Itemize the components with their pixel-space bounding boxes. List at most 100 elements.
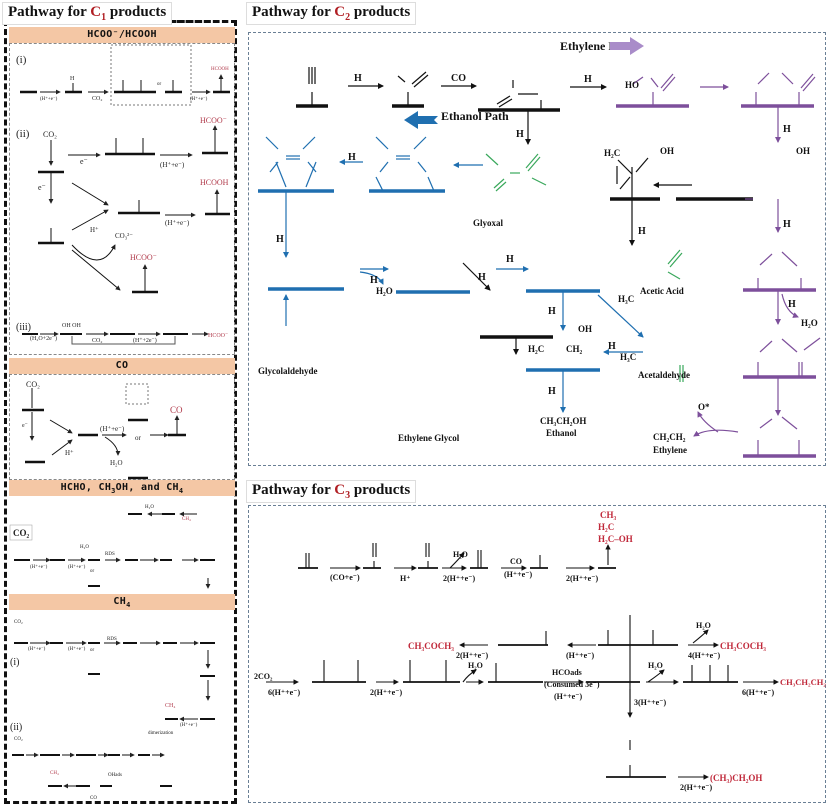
bond-line <box>375 136 389 150</box>
c1-title: Pathway for C1 products <box>2 2 173 25</box>
product-label: HCOOH <box>211 67 229 72</box>
bond-line <box>531 177 547 186</box>
title-prefix: Pathway for <box>8 4 91 20</box>
step-label: H⁺ <box>90 226 99 234</box>
byproduct-label: H₂O <box>801 318 818 328</box>
step-label: H <box>548 306 556 317</box>
title-carbon: C2 <box>334 4 351 23</box>
atom-label: OH <box>578 324 592 334</box>
molecule-name-ethylene-glycol: Ethylene Glycol <box>398 433 460 443</box>
c2-title: Pathway for C2 products <box>246 2 417 25</box>
step-label: (H⁺+e⁻) <box>28 646 46 652</box>
bond-line <box>619 176 631 190</box>
step-label: 6(H⁺+e⁻) <box>742 688 774 697</box>
bond-line: (CO+e⁻) H⁺ 2(H⁺+e⁻) H₂O CO (H⁺+e⁻) 2(H⁺+… <box>254 550 774 792</box>
reaction-arrow <box>781 293 799 318</box>
ethanol-formula: CH₃CH₂OH <box>540 416 586 426</box>
product-n-propanol: CH₃CH₂CH₂OH <box>780 677 826 687</box>
bond-line <box>379 161 389 173</box>
step-label: H <box>584 74 592 85</box>
bond-line <box>662 76 676 92</box>
bond-line <box>275 161 287 188</box>
reaction-arrow <box>51 439 73 456</box>
step-label: CO <box>451 73 466 84</box>
step-label: 3(H⁺+e⁻) <box>634 698 666 707</box>
step-label: H <box>783 219 791 230</box>
step-label: 2(H⁺+e⁻) <box>443 574 475 583</box>
step-label: (H⁺+e⁻) <box>180 722 198 728</box>
title-carbon: C3 <box>334 482 350 501</box>
reaction-arrow <box>49 419 73 434</box>
step-label: H <box>548 386 556 397</box>
reactant-label: CO₂ <box>14 620 23 625</box>
reaction-arrow <box>647 669 665 683</box>
step-label: (H⁺+e⁻) <box>160 161 185 169</box>
step-label: 2(H⁺+e⁻) <box>370 688 402 697</box>
step-label: H⁺ <box>400 574 410 583</box>
bond-line <box>525 153 539 169</box>
title-c: C <box>90 4 102 20</box>
step-label: (H⁺+e⁻) <box>190 96 208 102</box>
title-suffix: products <box>350 4 411 20</box>
bond-line <box>667 271 681 280</box>
atom-label: OH <box>660 146 674 156</box>
bond-line <box>759 418 773 429</box>
step-label: e⁻ <box>80 157 88 166</box>
byproduct-label: H₂O <box>110 459 123 467</box>
band-sub: 3 <box>111 487 116 495</box>
step-label: H <box>608 341 616 352</box>
band-formate: HCOO⁻/HCOOH <box>9 27 235 43</box>
step-label: H <box>370 275 378 286</box>
step-label: H <box>506 254 514 265</box>
bond-line <box>493 178 505 189</box>
product-fragment: H₂C <box>598 522 614 532</box>
band-ch4: CH4 <box>9 594 235 610</box>
bond-line <box>269 161 279 173</box>
step-label: (H⁺+e⁻) <box>165 219 190 227</box>
intermediate-box <box>110 44 192 106</box>
bond-line <box>498 98 513 108</box>
reaction-arrow <box>597 294 644 338</box>
reaction-arrow <box>71 209 109 231</box>
band-hcho: HCHO, CH3OH, and CH4 <box>9 480 235 496</box>
title-c: C <box>334 4 346 20</box>
band-co: CO <box>9 358 235 374</box>
bond-line <box>495 181 507 192</box>
product-fragment: H₂C–OH <box>598 534 633 544</box>
product-propanol: (CH₃)CH₂OH <box>710 773 762 783</box>
c3-schematic: (CO+e⁻) H⁺ 2(H⁺+e⁻) H₂O CO (H⁺+e⁻) 2(H⁺+… <box>254 510 826 792</box>
reactant-label: CO₂ <box>43 130 57 139</box>
reaction-arrow <box>71 244 116 261</box>
product-acetone: CH₃COCH₃ <box>408 641 454 651</box>
byproduct-label: H₂O <box>453 550 468 559</box>
step-label: (H₂O+2e⁻) <box>30 335 57 342</box>
molecule-name-acetic-acid: Acetic Acid <box>640 286 684 296</box>
adsorbate-label: H <box>70 76 75 82</box>
product-acetone: CH₃COCH₃ <box>720 641 766 651</box>
title-sub: 2 <box>345 12 351 23</box>
step-label: H <box>788 299 796 310</box>
bond-line <box>305 161 317 188</box>
bond-line: (i) (ii) (iii) (H⁺+e⁻) CO₂ (H⁺+e⁻) H or … <box>9 54 229 801</box>
product-label: HCOOH <box>200 178 229 187</box>
step-label: H <box>348 152 356 163</box>
bond-line <box>265 136 279 150</box>
bond-line <box>302 136 316 150</box>
byproduct-label: H₂O <box>376 286 393 296</box>
product-fragment: CH₃ <box>600 510 617 520</box>
step-label: (CO+e⁻) <box>330 573 360 582</box>
reaction-arrow <box>697 411 719 433</box>
reactant-label: CO₂ <box>13 528 30 538</box>
byproduct-label: H₂O <box>145 505 154 510</box>
or-label: or <box>157 82 162 87</box>
molecule-name-ethanol: Ethanol <box>546 428 577 438</box>
route-label-iii: (iii) <box>16 322 31 333</box>
bond-line <box>617 159 633 175</box>
step-label: H <box>516 129 524 140</box>
bond-line <box>485 153 499 166</box>
title-prefix: Pathway for <box>252 482 335 498</box>
atom-label: HO <box>625 80 639 90</box>
title-sub: 1 <box>101 12 107 23</box>
reaction-arrow <box>462 262 491 291</box>
product-label: HCOO⁻ <box>130 253 157 262</box>
